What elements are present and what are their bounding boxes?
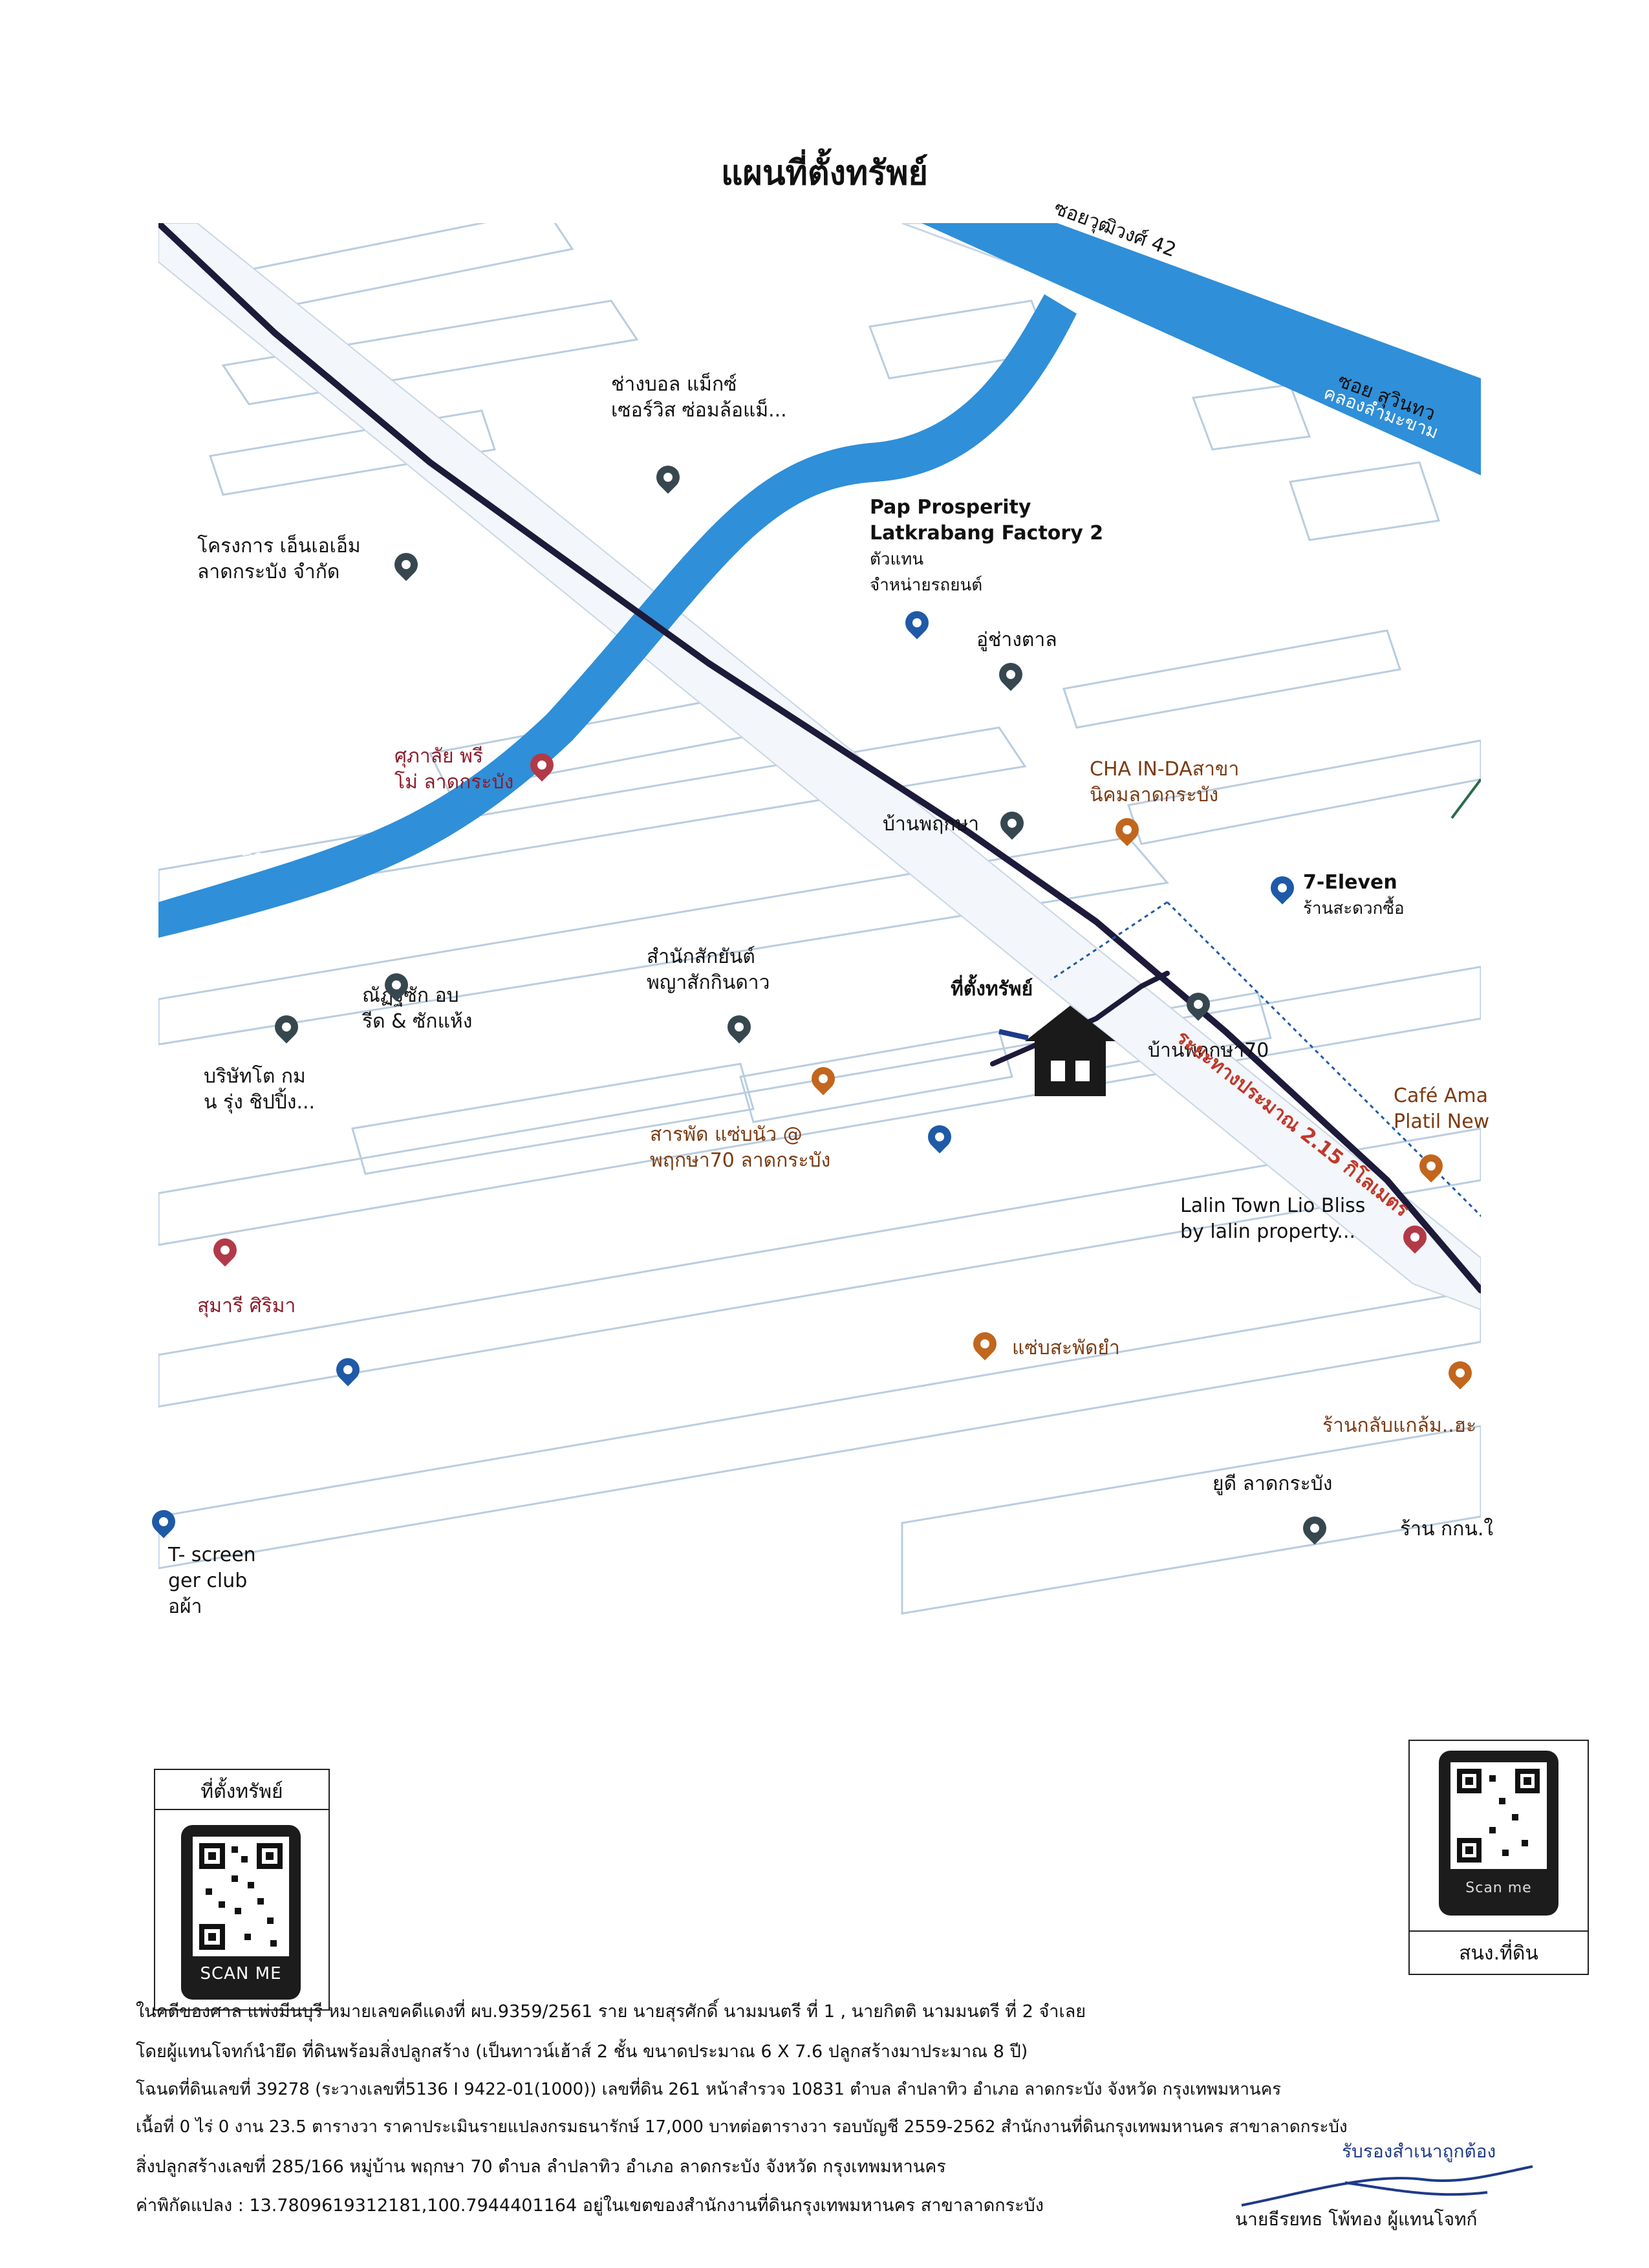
place-label: สำนักสักยันต์ พญาสักกินดาว <box>647 945 770 994</box>
place-label: ตัวแทน จำหน่ายรถยนต์ <box>870 550 983 595</box>
qr-right-code[interactable]: Scan me <box>1439 1751 1558 1916</box>
property-house-icon <box>1025 1006 1116 1096</box>
place-label: บ้านพฤกษา70 <box>1148 1039 1269 1062</box>
place-label: ศุภาลัย พรี โม่ ลาดกระบัง <box>394 745 514 794</box>
place-label: ร้าน กกน.ใ <box>1400 1518 1494 1540</box>
place-label: Lalin Town Lio Bliss by lalin property..… <box>1180 1194 1366 1243</box>
qr-icon <box>199 1843 283 1950</box>
place-label: CHA IN-DAสาขา นิคมลาดกระบัง <box>1090 758 1240 806</box>
qr-right-card: Scan me สนง.ที่ดิน <box>1408 1740 1589 1975</box>
signature-scribble <box>1241 2165 1533 2207</box>
route-line <box>158 223 1481 1293</box>
certify-stamp: รับรองสำเนาถูกต้อง <box>1342 2141 1496 2162</box>
qr-left-card: ที่ตั้งทรัพย์ SCAN ME <box>154 1769 330 2011</box>
signer-name: นายธีรยทธ โพ้ทอง ผู้แทนโจทก์ <box>1235 2209 1478 2230</box>
map-canvas: คลองลำมะขาม คลองลาเสือ <box>158 223 1481 1717</box>
property-arrow <box>998 1029 1029 1041</box>
place-label: สุมารี ศิริมา <box>197 1295 296 1317</box>
qr-left-code[interactable]: SCAN ME <box>181 1825 301 2000</box>
distance-arrow <box>1166 901 1481 1218</box>
place-label: อู่ช่างตาล <box>976 629 1057 651</box>
place-label: 7-Eleven <box>1303 871 1397 894</box>
place-label: ร้านสะดวกซื้อ <box>1303 899 1405 918</box>
place-label: สารพัด แซ่บนัว @ พฤกษา70 ลาดกระบัง <box>650 1123 831 1172</box>
place-label: T- screen ger club อผ้า <box>168 1544 256 1618</box>
location-map[interactable]: คลองลำมะขาม คลองลาเสือ ซอยวุฒิวงศ์ 42 ซอ… <box>147 197 1493 1717</box>
footer-line-3: โฉนดที่ดินเลขที่ 39278 (ระวางเลขที่5136 … <box>136 2080 1282 2099</box>
place-label: บริษัทโต กม น รุ่ง ชิปปิ้ง... <box>204 1065 316 1114</box>
footer-line-2: โดยผู้แทนโจทก์นำยึด ที่ดินพร้อมสิ่งปลูกส… <box>136 2042 1028 2062</box>
footer-line-5: สิ่งปลูกสร้างเลขที่ 285/166 หมู่บ้าน พฤก… <box>136 2157 946 2177</box>
place-label: โครงการ เอ็นเอเอ็ม ลาดกระบัง จำกัด <box>197 535 361 583</box>
place-label: ยูดี ลาดกระบัง <box>1212 1473 1333 1495</box>
footer-line-4: เนื้อที่ 0 ไร่ 0 งาน 23.5 ตารางวา ราคาปร… <box>136 2117 1348 2137</box>
page-title: แผนที่ตั้งทรัพย์ <box>721 154 928 193</box>
qr-right-button[interactable]: Scan me <box>1465 1880 1532 1896</box>
place-label: แซ่บสะพัดยำ <box>1012 1337 1120 1359</box>
place-label: Pap Prosperity Latkrabang Factory 2 <box>870 496 1104 545</box>
footer-line-6: ค่าพิกัดแปลง : 13.7809619312181,100.7944… <box>136 2196 1044 2216</box>
qr-left-caption: ที่ตั้งทรัพย์ <box>200 1780 283 1803</box>
place-label: ช่างบอล แม็กซ์ เซอร์วิส ซ่อมล้อแม็... <box>611 373 787 422</box>
place-label: Café Ama Platil New <box>1394 1085 1490 1133</box>
place-label: บ้านพฤกษา <box>883 813 980 836</box>
qr-right-caption: สนง.ที่ดิน <box>1459 1942 1538 1965</box>
qr-left-button[interactable]: SCAN ME <box>200 1964 282 1983</box>
property-label: ที่ตั้งทรัพย์ <box>951 978 1033 1000</box>
footer-line-1: ในคดีของศาล แพ่งมีนบุรี หมายเลขคดีแดงที่… <box>136 2002 1086 2022</box>
place-label: ณัฏฐ์ซัก อบ รีด & ซักแห้ง <box>362 984 473 1033</box>
place-label: ร้านกลับแกล้ม..ฮะ <box>1322 1414 1477 1437</box>
